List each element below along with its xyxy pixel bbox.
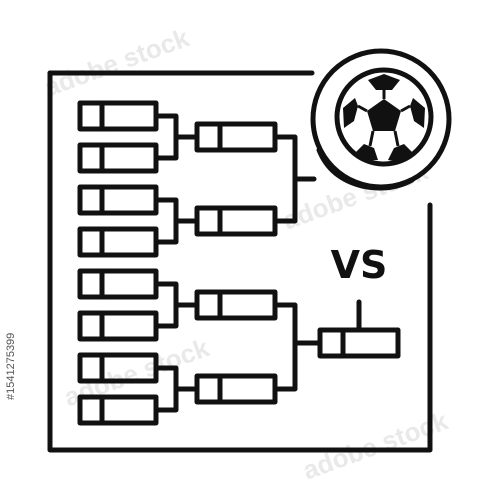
stock-id-text: #1541275399: [5, 333, 17, 400]
watermark-text: adobe stock: [40, 22, 193, 102]
team-slot: [77, 226, 159, 258]
soccer-ball-icon: [310, 48, 452, 191]
round-1-connectors: [153, 113, 200, 413]
team-slot: [194, 205, 278, 237]
round-2-connectors: [272, 134, 323, 392]
team-slot: [77, 100, 159, 132]
team-slot: [194, 289, 278, 321]
team-slot: [77, 142, 159, 174]
vs-label: VS: [331, 243, 388, 287]
team-slot: [77, 268, 159, 300]
final-slot: [317, 299, 401, 359]
team-slot: [77, 310, 159, 342]
team-slot: [194, 121, 278, 153]
team-slot: [194, 373, 278, 405]
team-slot: [77, 184, 159, 216]
watermark-text: adobe stock: [60, 332, 213, 412]
board-frame: [47, 70, 433, 453]
